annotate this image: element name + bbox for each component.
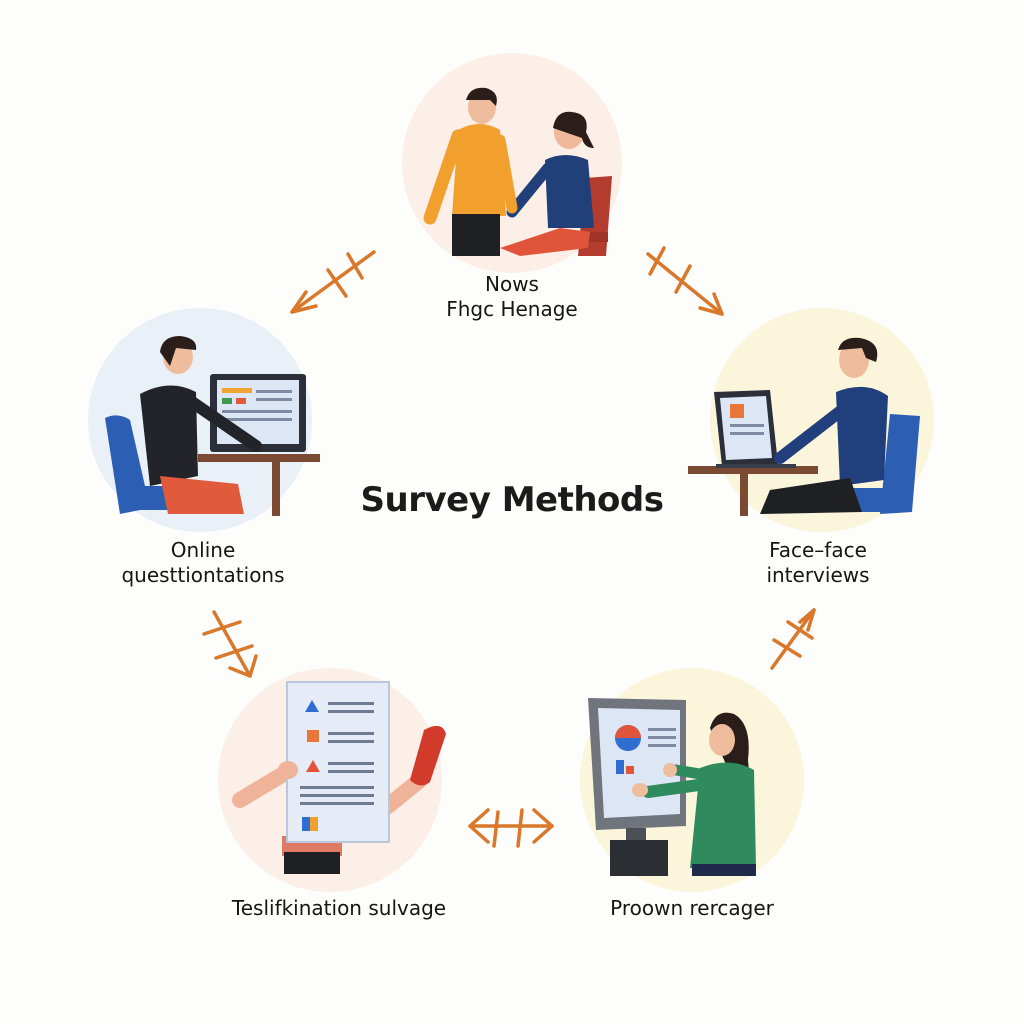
arrow-right-to-bottom-right [770,608,816,670]
man-at-computer [140,336,262,514]
node-left-label: Online questtiontations [92,538,314,588]
node-left-background [88,308,312,532]
arrow-top-to-right [646,246,724,316]
man-figure [423,87,518,256]
node-bottom-left-label-line1: Teslifkination sulvage [231,896,447,920]
connector-arrows [202,246,816,848]
node-bottom-left-illustration [218,668,446,892]
paper-questionnaire [286,681,390,843]
arrow-left-to-bottom-left [202,610,258,678]
node-bottom-right-label: Proown rercager [578,896,806,921]
node-top-label: Nows Fhgc Henage [412,272,612,322]
node-bottom-right-label-line1: Proown rercager [610,896,774,920]
node-right-label-line2: interviews [766,563,870,587]
diagram-title: Survey Methods [360,480,664,520]
woman-at-kiosk [632,712,756,876]
phone-handset-icon [410,725,446,786]
node-left-label-line2: questtiontations [121,563,285,587]
node-right-illustration [688,308,934,532]
node-right-label: Face–face interviews [712,538,924,588]
node-bottom-left-label: Teslifkination sulvage [198,896,480,921]
arrow-top-to-left [290,250,376,314]
woman-figure [500,111,594,256]
arrow-bottom-bidirectional [468,808,554,848]
node-left-illustration [88,308,320,532]
node-top-illustration [402,53,622,273]
node-top-label-line2: Fhgc Henage [446,297,578,321]
node-left-label-line1: Online [170,538,236,562]
node-top-label-line1: Nows [485,272,539,296]
node-bottom-right-illustration [580,668,804,892]
node-right-label-line1: Face–face [769,538,867,562]
man-at-laptop [760,337,888,514]
